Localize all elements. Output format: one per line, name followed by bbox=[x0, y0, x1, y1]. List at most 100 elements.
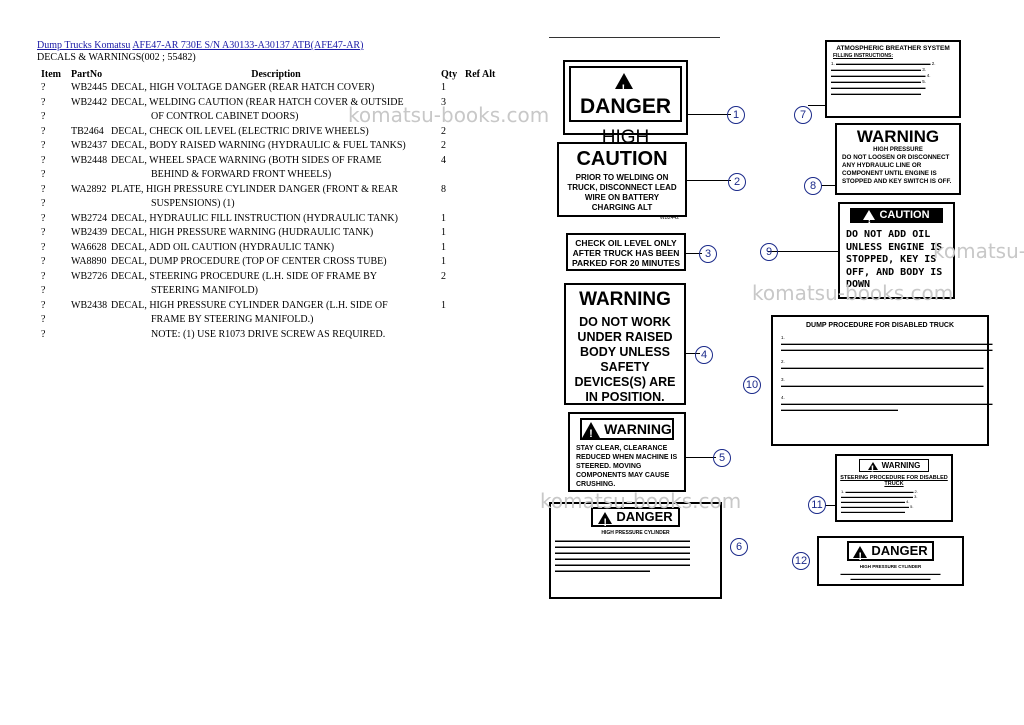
row-partno bbox=[71, 197, 111, 212]
table-row: ? STEERING MANIFOLD) bbox=[37, 284, 495, 299]
row-description: DECAL, BODY RAISED WARNING (HYDRAULIC & … bbox=[111, 140, 406, 151]
row-item: ? bbox=[41, 111, 46, 122]
row-partno bbox=[71, 328, 111, 343]
decal-high-pressure-cylinder-plate: DANGER HIGH PRESSURE CYLINDER ▬▬▬▬▬▬▬▬▬▬… bbox=[549, 502, 722, 599]
row-description: DECAL, HYDRAULIC FILL INSTRUCTION (HYDRA… bbox=[111, 212, 398, 224]
decal-subheader: HIGH PRESSURE CYLINDER bbox=[859, 564, 922, 569]
row-item: ? bbox=[41, 227, 46, 238]
col-header-alt: Alt bbox=[482, 68, 496, 80]
row-qty bbox=[441, 197, 463, 212]
decal-fine-print: ▬▬▬▬▬▬▬▬▬▬▬▬▬▬▬▬▬▬▬▬▬▬▬▬▬ ▬▬▬▬▬▬▬▬▬▬▬▬▬▬… bbox=[840, 571, 941, 581]
callout-8: 8 bbox=[804, 177, 822, 195]
decal-fine-print: 1. ▬▬▬▬▬▬▬▬▬▬▬▬▬▬▬▬▬ 2. ▬▬▬▬▬▬▬▬▬▬▬▬▬▬▬▬… bbox=[841, 489, 918, 514]
row-qty: 1 bbox=[441, 227, 446, 238]
row-description: DECAL, WELDING CAUTION (REAR HATCH COVER… bbox=[111, 96, 404, 108]
col-header-ref: Ref bbox=[465, 68, 480, 80]
row-description: DECAL, ADD OIL CAUTION (HYDRAULIC TANK) bbox=[111, 241, 335, 253]
leader-line bbox=[821, 185, 835, 186]
row-qty: 2 bbox=[441, 125, 446, 137]
row-item: ? bbox=[41, 241, 46, 253]
callout-11: 11 bbox=[808, 496, 826, 514]
row-ref bbox=[463, 139, 482, 154]
table-header-row: Item PartNo Description Qty Ref Alt bbox=[37, 67, 495, 81]
callout-7: 7 bbox=[794, 106, 812, 124]
warning-triangle-icon bbox=[582, 422, 601, 443]
row-partno: WB2724 bbox=[71, 212, 108, 224]
row-partno bbox=[71, 110, 111, 125]
row-description: STEERING MANIFOLD) bbox=[151, 285, 258, 296]
row-description: DECAL, HIGH VOLTAGE DANGER (REAR HATCH C… bbox=[111, 82, 375, 93]
row-ref bbox=[463, 241, 482, 256]
row-description: SUSPENSIONS) (1) bbox=[151, 198, 235, 209]
row-partno: WB2726 bbox=[71, 270, 108, 282]
decal-dump-procedure: DUMP PROCEDURE FOR DISABLED TRUCK 1. ▬▬▬… bbox=[771, 315, 993, 446]
decal-header: WARNING bbox=[579, 289, 671, 310]
row-item: ? bbox=[41, 140, 46, 151]
leader-line bbox=[688, 114, 731, 115]
row-item: ? bbox=[41, 125, 46, 137]
leader-line bbox=[686, 457, 716, 458]
decal-subheader: HIGH PRESSURE bbox=[873, 147, 923, 153]
section-title: DECALS & WARNINGS(002 ; 55482) bbox=[37, 52, 196, 63]
row-qty: 1 bbox=[441, 212, 446, 224]
decal-body: PRIOR TO WELDING ON TRUCK, DISCONNECT LE… bbox=[567, 173, 677, 212]
row-item: ? bbox=[41, 285, 46, 296]
row-description: BEHIND & FORWARD FRONT WHEELS) bbox=[151, 169, 332, 180]
row-description: DECAL, HIGH PRESSURE CYLINDER DANGER (L.… bbox=[111, 299, 388, 311]
row-alt bbox=[482, 154, 495, 169]
decal-steering-procedure: WARNING STEERING PROCEDURE FOR DISABLED … bbox=[835, 454, 953, 522]
callout-1: 1 bbox=[727, 106, 745, 124]
col-header-description: Description bbox=[251, 68, 301, 80]
row-alt bbox=[482, 270, 495, 285]
row-alt bbox=[482, 168, 495, 183]
row-partno: WA2892 bbox=[71, 183, 107, 195]
row-partno bbox=[71, 313, 111, 328]
callout-12: 12 bbox=[792, 552, 810, 570]
row-alt bbox=[482, 81, 495, 96]
row-description: DECAL, WHEEL SPACE WARNING (BOTH SIDES O… bbox=[111, 154, 382, 166]
row-partno: WB2448 bbox=[71, 154, 108, 166]
row-ref bbox=[463, 284, 482, 299]
row-alt bbox=[482, 284, 495, 299]
warning-triangle-icon bbox=[614, 73, 633, 102]
row-ref bbox=[463, 255, 482, 270]
decal-body-raised-warning: WARNING DO NOT WORK UNDER RAISED BODY UN… bbox=[564, 283, 686, 405]
watermark: komatsu-books.com bbox=[752, 281, 954, 305]
row-alt bbox=[482, 139, 495, 154]
row-item: ? bbox=[41, 169, 46, 180]
breadcrumb-link-model[interactable]: AFE47-AR 730E S/N A30133-A30137 ATB(AFE4… bbox=[132, 40, 364, 51]
breadcrumb-link-catalog[interactable]: Dump Trucks Komatsu bbox=[37, 40, 131, 51]
row-qty bbox=[441, 313, 463, 328]
row-item: ? bbox=[41, 154, 46, 166]
row-description: NOTE: (1) USE R1073 DRIVE SCREW AS REQUI… bbox=[151, 328, 386, 340]
row-qty bbox=[441, 328, 463, 343]
row-ref bbox=[463, 183, 482, 198]
row-item: ? bbox=[41, 198, 46, 209]
divider bbox=[549, 37, 720, 38]
callout-10: 10 bbox=[743, 376, 761, 394]
breadcrumb: Dump Trucks Komatsu AFE47-AR 730E S/N A3… bbox=[37, 40, 507, 52]
warning-triangle-icon bbox=[598, 511, 613, 531]
leader-line bbox=[686, 253, 702, 254]
decal-diagram: DANGER HIGH VOLTAGE 1 CAUTION PRIOR TO W… bbox=[540, 30, 1024, 610]
row-item: ? bbox=[41, 314, 46, 325]
row-item: ? bbox=[41, 328, 46, 340]
row-ref bbox=[463, 212, 482, 227]
decal-check-oil-level: CHECK OIL LEVEL ONLY AFTER TRUCK HAS BEE… bbox=[566, 233, 686, 271]
decal-header: DANGER bbox=[871, 543, 928, 558]
warning-triangle-icon bbox=[863, 210, 876, 228]
row-description: DECAL, STEERING PROCEDURE (L.H. SIDE OF … bbox=[111, 270, 378, 282]
watermark: komatsu-books.com bbox=[933, 239, 1024, 263]
decal-fine-print: 1. ▬▬▬▬▬▬▬▬▬▬▬▬▬▬▬▬▬▬▬▬▬▬▬▬▬▬▬▬▬▬▬▬▬▬▬▬▬… bbox=[781, 335, 993, 412]
decal-fine-print: 1. ▬▬▬▬▬▬▬▬▬▬▬▬▬▬▬▬▬▬▬▬▬ 2. ▬▬▬▬▬▬▬▬▬▬▬▬… bbox=[831, 61, 936, 96]
warning-triangle-icon bbox=[867, 461, 878, 476]
row-ref bbox=[463, 299, 482, 314]
row-ref bbox=[463, 270, 482, 285]
row-description: DECAL, HIGH PRESSURE WARNING (HUDRAULIC … bbox=[111, 227, 374, 238]
table-row: ?FRAME BY STEERING MANIFOLD.) bbox=[37, 313, 495, 328]
row-ref bbox=[463, 168, 482, 183]
